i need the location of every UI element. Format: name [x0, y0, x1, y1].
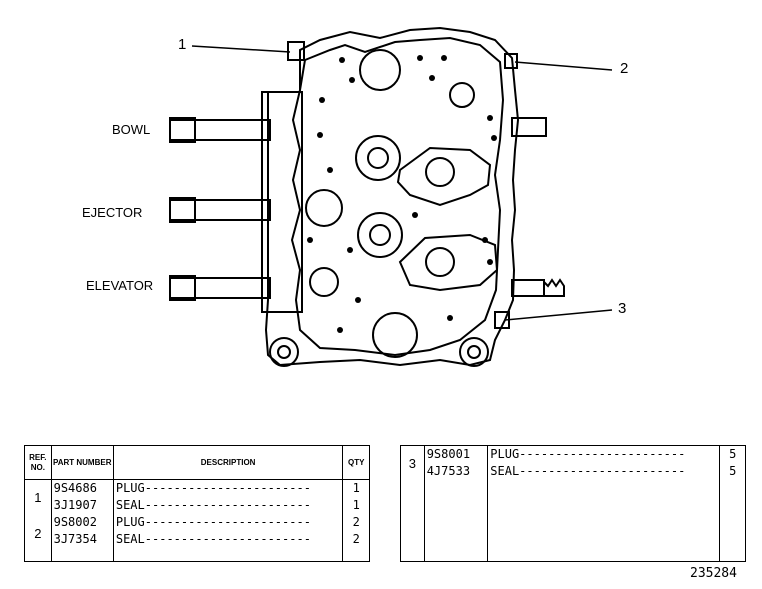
label-elevator: ELEVATOR	[86, 278, 154, 293]
part-number: 3J1907	[53, 498, 97, 512]
description-text: PLUG	[490, 447, 520, 461]
part-col: 9S4686 3J1907 9S8002 3J7354	[50, 479, 114, 562]
leader-dashes: -----------------------	[519, 447, 686, 461]
plug-top	[287, 41, 305, 61]
header-qty: QTY	[342, 445, 370, 480]
valve-body-outline	[264, 26, 520, 367]
part-number: 9S8002	[53, 515, 97, 529]
leader-1	[191, 45, 291, 53]
header-description: DESCRIPTION	[112, 445, 344, 480]
description-text: PLUG	[115, 481, 145, 495]
ref-col: 3	[400, 445, 425, 562]
parts-table-right: 3 9S8001 4J7533 PLUG--------------------…	[400, 445, 746, 562]
qty-value: 1	[352, 481, 360, 495]
leader-dashes: -----------------------	[144, 515, 311, 529]
header-part-number: PART NUMBER	[50, 445, 114, 480]
label-bowl: BOWL	[112, 122, 151, 137]
bore-upper	[355, 135, 401, 181]
bore-middle	[357, 212, 403, 258]
leader-dashes: -----------------------	[519, 464, 686, 478]
leader-dashes: -----------------------	[144, 481, 311, 495]
spool-end-bowl	[511, 117, 547, 137]
qty-value: 1	[352, 498, 360, 512]
bore-bottom	[372, 312, 418, 358]
description-text: PLUG	[115, 515, 145, 529]
catalog-number: 235284	[690, 566, 737, 581]
valve-drawing	[169, 26, 613, 367]
bore-middle-left	[305, 189, 343, 227]
spool-housing	[261, 91, 303, 313]
bore-top-right	[449, 82, 475, 108]
leader-2	[514, 61, 613, 71]
callout-3: 3	[618, 300, 627, 317]
callout-1: 1	[178, 36, 187, 53]
part-number: 3J7354	[53, 532, 97, 546]
bore-top	[359, 49, 401, 91]
description-text: SEAL	[490, 464, 520, 478]
description-col: PLUG----------------------- SEAL--------…	[487, 445, 721, 562]
header-ref-no: REF. NO.	[24, 445, 52, 480]
qty-value: 2	[352, 515, 360, 529]
parts-table-left: REF. NO. PART NUMBER DESCRIPTION QTY 1 2…	[24, 445, 370, 562]
leader-dashes: -----------------------	[144, 532, 311, 546]
leader-3	[504, 309, 613, 321]
flange-lower	[398, 233, 499, 292]
spool-elevator	[169, 277, 271, 299]
ref-col: 1 2	[24, 479, 52, 562]
description-text: SEAL	[115, 498, 145, 512]
label-ejector: EJECTOR	[82, 205, 143, 220]
qty-col: 5 5	[719, 445, 746, 562]
qty-value: 2	[352, 532, 360, 546]
ref-value: 1	[34, 490, 42, 505]
plug-right	[504, 53, 518, 69]
qty-value: 5	[729, 447, 737, 461]
part-number: 9S8001	[426, 447, 471, 461]
flange-upper	[396, 146, 492, 207]
spool-end-elevator	[511, 279, 545, 297]
leader-dashes: -----------------------	[144, 498, 311, 512]
ref-value: 3	[408, 456, 416, 471]
spool-ejector	[169, 199, 271, 221]
mount-ear-left	[269, 337, 299, 367]
description-col: PLUG----------------------- SEAL--------…	[112, 479, 344, 562]
part-col: 9S8001 4J7533	[423, 445, 489, 562]
callout-2: 2	[620, 60, 629, 77]
part-number: 9S4686	[53, 481, 97, 495]
bore-lower-left	[309, 267, 339, 297]
qty-col: 1 1 2 2	[342, 479, 370, 562]
qty-value: 5	[729, 464, 737, 478]
ref-value: 2	[34, 526, 42, 541]
spool-bowl	[169, 119, 271, 141]
mount-ear-right	[459, 337, 489, 367]
description-text: SEAL	[115, 532, 145, 546]
part-number: 4J7533	[426, 464, 471, 478]
gasket-outline	[290, 36, 505, 357]
